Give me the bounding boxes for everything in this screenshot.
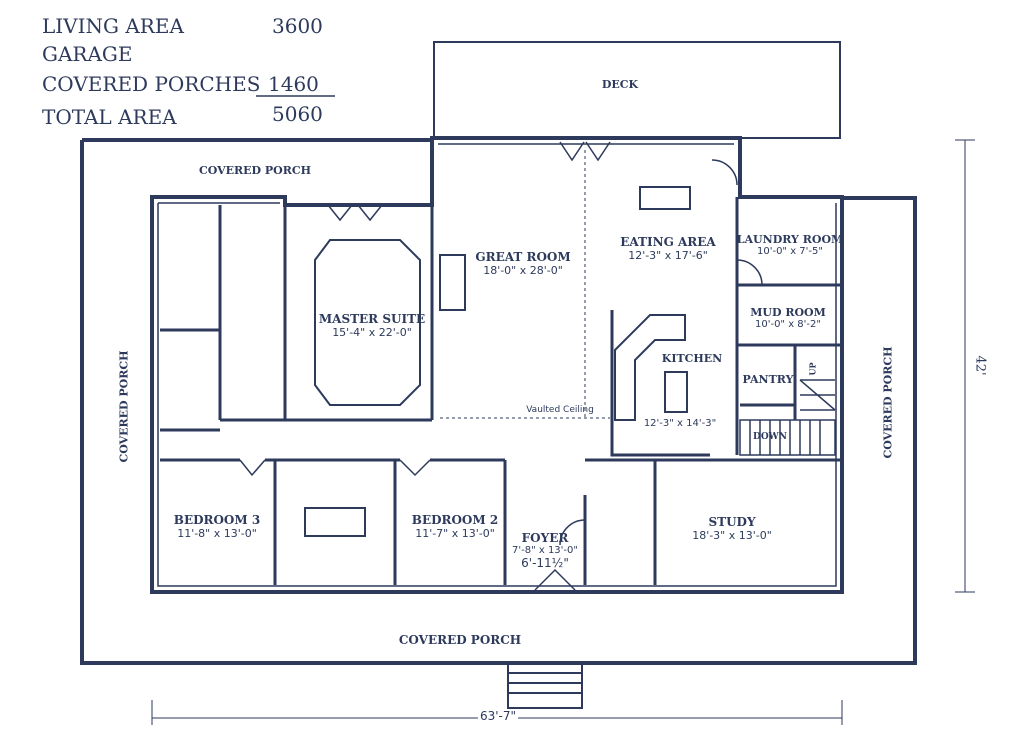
overall-width-dimension: 63'-7": [477, 709, 519, 723]
room-name: MASTER SUITE: [318, 312, 426, 326]
covered-porch-left-label: COVERED PORCH: [117, 350, 131, 463]
kitchen-counter: [614, 314, 686, 421]
master-tub: [314, 239, 421, 406]
room-name: BEDROOM 2: [411, 513, 499, 527]
room-size: 11'-8" x 13'-0": [177, 527, 257, 540]
stairs: [739, 379, 836, 456]
pantry-label: PANTRY: [742, 373, 794, 386]
total-area-value: 5060: [272, 102, 323, 126]
vaulted-ceiling-line: [440, 150, 610, 420]
living-area-label: LIVING AREA: [42, 14, 184, 38]
door-swings: [239, 141, 763, 591]
covered-porch-bottom-label: COVERED PORCH: [398, 633, 522, 647]
house-interior-outline: [157, 143, 837, 587]
overall-depth-dimension: 42': [972, 355, 988, 376]
interior-walls: [160, 197, 840, 585]
room-name: STUDY: [708, 515, 756, 529]
dimension-lines: [151, 139, 975, 725]
bath-tub: [304, 507, 366, 537]
room-size: 10'-0" x 7'-5": [756, 246, 823, 257]
covered-porch-right-label: COVERED PORCH: [881, 346, 895, 459]
front-steps: [507, 662, 583, 709]
kitchen-island: [664, 371, 688, 413]
room-name: BEDROOM 3: [173, 513, 261, 527]
covered-porches-value: 1460: [268, 72, 319, 96]
stairs-down-label: DOWN: [753, 432, 787, 442]
vaulted-ceiling-label: Vaulted Ceiling: [526, 405, 594, 415]
porch-outline: [80, 138, 917, 665]
room-size: 18'-3" x 13'-0": [692, 529, 772, 542]
fireplace: [439, 254, 466, 311]
room-size: 12'-3" x 17'-6": [628, 249, 708, 262]
foyer-width: 6'-11½": [521, 556, 569, 570]
stairs-up-label: UP: [807, 362, 818, 376]
room-size: 18'-0" x 28'-0": [483, 264, 563, 277]
room-name: LAUNDRY ROOM: [736, 233, 844, 246]
dining-table: [639, 186, 691, 210]
room-size: 11'-7" x 13'-0": [415, 527, 495, 540]
room-name: GREAT ROOM: [475, 250, 571, 264]
total-area-label: TOTAL AREA: [42, 105, 177, 129]
house-exterior-wall: [150, 136, 844, 594]
room-name: FOYER: [521, 531, 569, 545]
room-name: EATING AREA: [620, 235, 716, 249]
kitchen-size: 12'-3" x 14'-3": [643, 418, 717, 429]
garage-label: GARAGE: [42, 42, 133, 66]
kitchen-label: KITCHEN: [661, 352, 723, 365]
room-size: 10'-0" x 8'-2": [754, 319, 821, 330]
room-size: 7'-8" x 13'-0": [511, 545, 579, 556]
room-name: MUD ROOM: [750, 306, 826, 319]
covered-porch-top-label: COVERED PORCH: [198, 164, 312, 177]
room-size: 15'-4" x 22'-0": [332, 326, 412, 339]
covered-porches-label: COVERED PORCHES: [42, 72, 261, 96]
living-area-value: 3600: [272, 14, 323, 38]
deck-label: DECK: [601, 78, 639, 91]
